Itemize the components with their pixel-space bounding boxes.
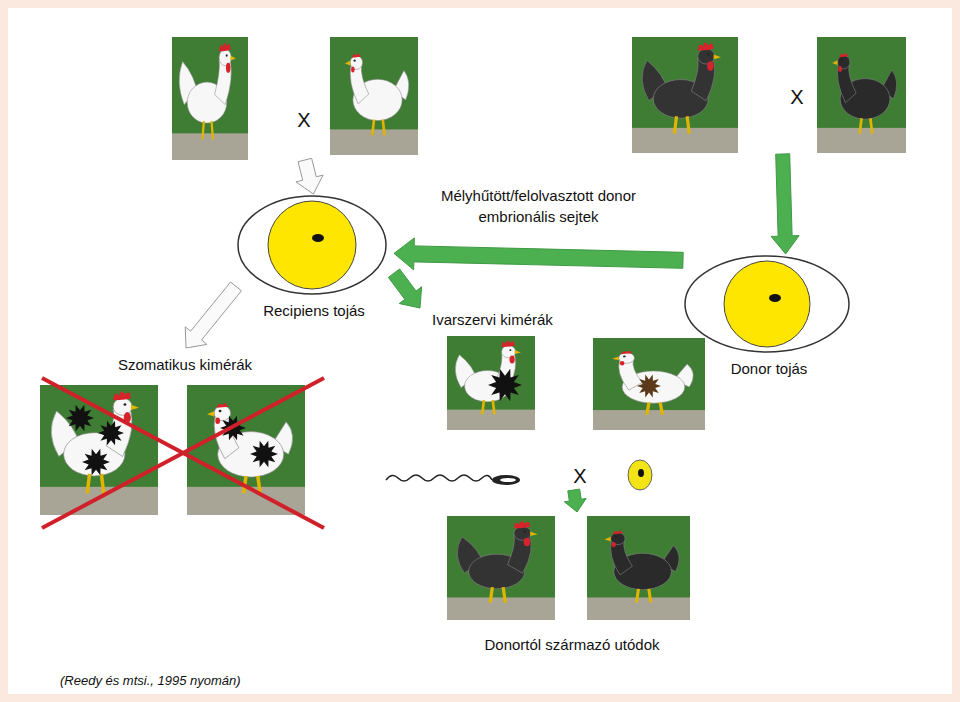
germinal-disc	[769, 294, 781, 302]
sperm-head	[492, 475, 520, 485]
egg: Donor tojás	[683, 254, 857, 380]
group-heading: Szomatikus kimérák	[38, 356, 332, 373]
red-cross	[42, 378, 324, 528]
black-hen-photo	[817, 37, 906, 153]
germline-star	[637, 375, 661, 398]
egg-yolk	[724, 261, 810, 347]
ovum	[628, 460, 652, 490]
block-arrow	[296, 158, 323, 194]
germline-star	[488, 369, 522, 401]
offspring-rooster-photo	[447, 516, 555, 620]
germinal-disc	[312, 234, 324, 242]
germline-hen-photo	[593, 338, 705, 430]
cross-sign: X	[292, 109, 316, 132]
block-arrow	[771, 154, 799, 254]
black-rooster-photo	[632, 37, 738, 153]
red-cross	[42, 378, 324, 528]
chimera-star	[98, 421, 124, 446]
offspring-group: Donortól származó utódok	[445, 512, 701, 662]
block-arrow	[185, 282, 241, 348]
cross-parents: X	[172, 37, 418, 160]
block-arrow	[388, 269, 421, 308]
ovum-nucleus	[638, 469, 644, 477]
block-arrow	[564, 489, 586, 512]
sperm-head-inner	[500, 478, 516, 482]
egg-yolk	[268, 201, 356, 289]
page-ground	[8, 8, 952, 694]
white-hen-photo	[330, 37, 418, 155]
chimera-star	[250, 441, 278, 468]
egg-label: Recipiens tojás	[236, 302, 392, 319]
chimera-star	[66, 405, 94, 432]
germline-rooster-photo	[447, 336, 535, 430]
group-heading: Ivarszervi kimérák	[432, 311, 636, 328]
egg-shell	[685, 256, 849, 352]
egg-label: Donor tojás	[683, 360, 855, 377]
egg-shell	[238, 196, 386, 294]
white-rooster-photo	[172, 37, 248, 160]
sperm-tail	[386, 475, 492, 481]
cross-parents: X	[632, 37, 906, 154]
edge-label: Mélyhűtött/felolvasztott donor embrionál…	[439, 186, 639, 227]
source-note: (Reedy és mtsi., 1995 nyomán)	[60, 673, 241, 688]
chimera-star	[82, 449, 110, 476]
cross-sign: X	[568, 465, 592, 488]
offspring-hen-photo	[587, 516, 690, 620]
group-heading: Donortól származó utódok	[445, 636, 699, 653]
chimera-group: Ivarszervi kimérákX	[420, 308, 710, 490]
cross-sign: X	[785, 86, 809, 109]
block-arrow	[394, 238, 683, 270]
egg-outline	[683, 254, 851, 354]
chimera-group: Szomatikus kimérák	[38, 348, 334, 530]
somatic-hen-photo	[187, 385, 305, 515]
egg: Recipiens tojás	[236, 194, 394, 326]
egg-outline	[236, 194, 388, 296]
